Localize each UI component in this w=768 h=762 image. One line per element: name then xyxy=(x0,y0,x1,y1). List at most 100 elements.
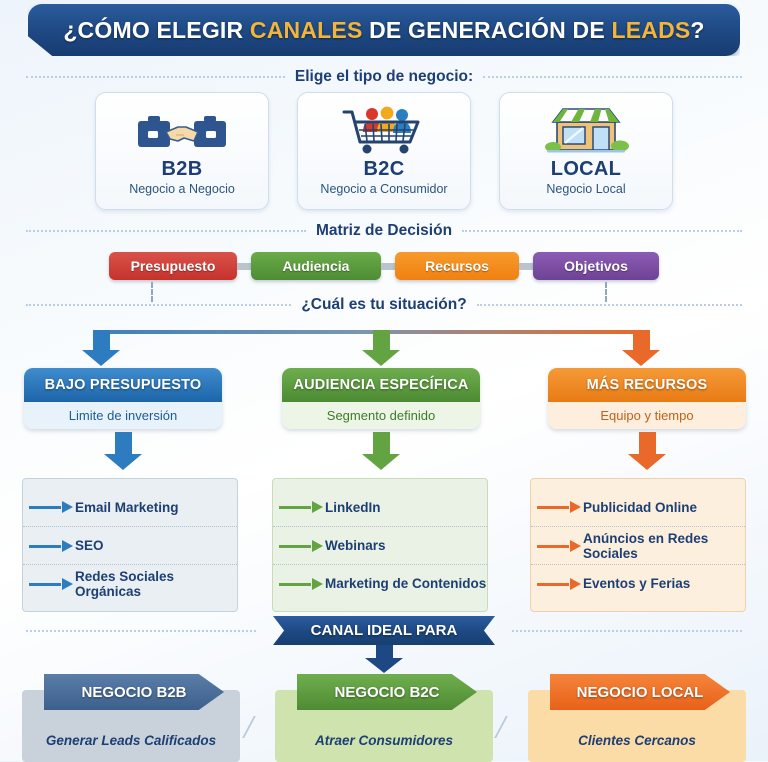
result-tag: NEGOCIO LOCAL xyxy=(550,674,730,710)
situation-audiencia-especifica[interactable]: AUDIENCIA ESPECÍFICA Segmento definido xyxy=(282,368,480,429)
situation-distributor-line xyxy=(100,330,640,334)
matrix-pill-presupuesto[interactable]: Presupuesto xyxy=(109,252,237,280)
section-label-situation: ¿Cuál es tu situación? xyxy=(301,296,467,313)
situation-subtitle: Equipo y tiempo xyxy=(548,402,746,429)
business-card-b2b[interactable]: B2B Negocio a Negocio xyxy=(95,92,269,210)
business-card-label: Negocio Local xyxy=(546,182,626,196)
arrow-right-icon xyxy=(537,577,583,590)
situation-subtitle: Limite de inversión xyxy=(24,402,222,429)
channel-item[interactable]: LinkedIn xyxy=(273,488,487,526)
arrow-right-icon xyxy=(29,577,75,590)
canal-ideal-label-wrap: CANAL IDEAL PARA xyxy=(273,616,495,645)
canal-ideal-label: CANAL IDEAL PARA xyxy=(310,622,458,639)
channel-item[interactable]: Anúncios en Redes Sociales xyxy=(531,526,745,564)
dotted-rule-left xyxy=(26,630,256,632)
business-card-code: LOCAL xyxy=(550,158,622,180)
channel-label: Email Marketing xyxy=(75,499,179,515)
arrow-to-mas-recursos xyxy=(622,330,660,366)
channel-item[interactable]: Publicidad Online xyxy=(531,488,745,526)
matrix-pill-label: Audiencia xyxy=(282,258,350,274)
arrow-right-icon xyxy=(29,501,75,513)
channel-label: Anúncios en Redes Sociales xyxy=(583,530,709,561)
situation-title: MÁS RECURSOS xyxy=(548,368,746,402)
matrix-drop-left xyxy=(151,282,153,302)
situation-subtitle: Segmento definido xyxy=(282,402,480,429)
business-card-label: Negocio a Negocio xyxy=(129,182,235,196)
channel-list-mas-recursos: Publicidad Online Anúncios en Redes Soci… xyxy=(530,478,746,612)
channel-item[interactable]: SEO xyxy=(23,526,237,564)
matrix-pill-recursos[interactable]: Recursos xyxy=(395,252,519,280)
title-highlight-leads: LEADS xyxy=(611,16,691,43)
result-negocio-b2b[interactable]: NEGOCIO B2B Generar Leads Calificados xyxy=(22,674,240,762)
dotted-rule-left xyxy=(26,76,285,78)
result-link-right xyxy=(494,716,528,738)
matrix-connector xyxy=(519,262,533,270)
matrix-pill-audiencia[interactable]: Audiencia xyxy=(251,252,381,280)
matrix-pill-label: Objetivos xyxy=(564,258,628,274)
briefcase-handshake-icon xyxy=(134,100,230,154)
situation-title: BAJO PRESUPUESTO xyxy=(24,368,222,402)
arrow-right-icon xyxy=(537,501,583,513)
title-part-2: DE GENERACIÓN DE xyxy=(362,16,612,43)
page-title: ¿CÓMO ELEGIR CANALES DE GENERACIÓN DE LE… xyxy=(63,17,704,44)
arrow-right-icon xyxy=(29,539,75,552)
title-part-3: ? xyxy=(690,16,705,43)
channel-item[interactable]: Email Marketing xyxy=(23,488,237,526)
result-link-left xyxy=(242,716,276,738)
matrix-pill-objetivos[interactable]: Objetivos xyxy=(533,252,659,280)
channel-item[interactable]: Eventos y Ferias xyxy=(531,564,745,602)
result-caption: Generar Leads Calificados xyxy=(45,733,217,748)
decision-matrix: Presupuesto Audiencia Recursos Objetivos xyxy=(0,252,768,280)
dotted-rule-left xyxy=(26,304,292,306)
result-caption: Atraer Consumidores xyxy=(314,733,454,748)
result-tag: NEGOCIO B2C xyxy=(297,674,477,710)
channel-item[interactable]: Webinars xyxy=(273,526,487,564)
arrow-to-audiencia-especifica xyxy=(362,330,400,366)
business-card-b2c[interactable]: B2C Negocio a Consumidor xyxy=(297,92,471,210)
situation-mas-recursos[interactable]: MÁS RECURSOS Equipo y tiempo xyxy=(548,368,746,429)
arrow-right-icon xyxy=(279,577,325,590)
arrow-situation-to-channels-green xyxy=(362,432,400,470)
title-banner: ¿CÓMO ELEGIR CANALES DE GENERACIÓN DE LE… xyxy=(0,4,768,60)
result-tag: NEGOCIO B2B xyxy=(44,674,224,710)
canal-ideal-banner: CANAL IDEAL PARA xyxy=(0,616,768,645)
matrix-pill-label: Recursos xyxy=(425,258,489,274)
situation-title: AUDIENCIA ESPECÍFICA xyxy=(282,368,480,402)
section-label-matrix: Matriz de Decisión xyxy=(315,222,453,239)
shopping-cart-people-icon xyxy=(338,100,430,154)
matrix-drop-right xyxy=(605,282,607,302)
arrow-right-icon xyxy=(279,539,325,552)
section-heading-matrix: Matriz de Decisión xyxy=(0,222,768,240)
title-part-1: ¿CÓMO ELEGIR xyxy=(63,16,250,43)
section-heading-situation: ¿Cuál es tu situación? xyxy=(0,296,768,314)
result-negocio-b2c[interactable]: NEGOCIO B2C Atraer Consumidores xyxy=(275,674,493,762)
channel-label: Publicidad Online xyxy=(583,499,698,515)
situation-bajo-presupuesto[interactable]: BAJO PRESUPUESTO Limite de inversión xyxy=(24,368,222,429)
arrow-right-icon xyxy=(537,539,583,552)
business-card-local[interactable]: LOCAL Negocio Local xyxy=(499,92,673,210)
business-card-code: B2B xyxy=(161,158,203,180)
channel-label: Webinars xyxy=(325,538,386,553)
section-heading-business-type: Elige el tipo de negocio: xyxy=(0,68,768,86)
channel-label: Marketing de Contenidos xyxy=(325,576,487,591)
channel-label: SEO xyxy=(75,538,104,553)
channel-list-audiencia-especifica: LinkedIn Webinars Marketing de Contenido… xyxy=(272,478,488,612)
business-card-code: B2C xyxy=(363,158,405,180)
business-type-cards: B2B Negocio a Negocio xyxy=(0,92,768,210)
matrix-pill-label: Presupuesto xyxy=(130,258,216,274)
arrow-right-icon xyxy=(279,501,325,513)
result-caption: Clientes Cercanos xyxy=(578,733,696,748)
arrow-situation-to-channels-blue xyxy=(104,432,142,470)
channel-label: Redes Sociales Orgánicas xyxy=(75,568,175,599)
channel-item[interactable]: Marketing de Contenidos xyxy=(273,564,487,602)
channel-item[interactable]: Redes Sociales Orgánicas xyxy=(23,564,237,602)
business-card-label: Negocio a Consumidor xyxy=(320,182,448,196)
channel-list-bajo-presupuesto: Email Marketing SEO Redes Sociales Orgán… xyxy=(22,478,238,612)
channel-label: Eventos y Ferias xyxy=(583,576,691,591)
dotted-rule-right xyxy=(512,630,742,632)
section-label-business-type: Elige el tipo de negocio: xyxy=(294,68,474,85)
arrow-canal-to-results xyxy=(365,645,403,673)
result-negocio-local[interactable]: NEGOCIO LOCAL Clientes Cercanos xyxy=(528,674,746,762)
arrow-to-bajo-presupuesto xyxy=(82,330,120,366)
